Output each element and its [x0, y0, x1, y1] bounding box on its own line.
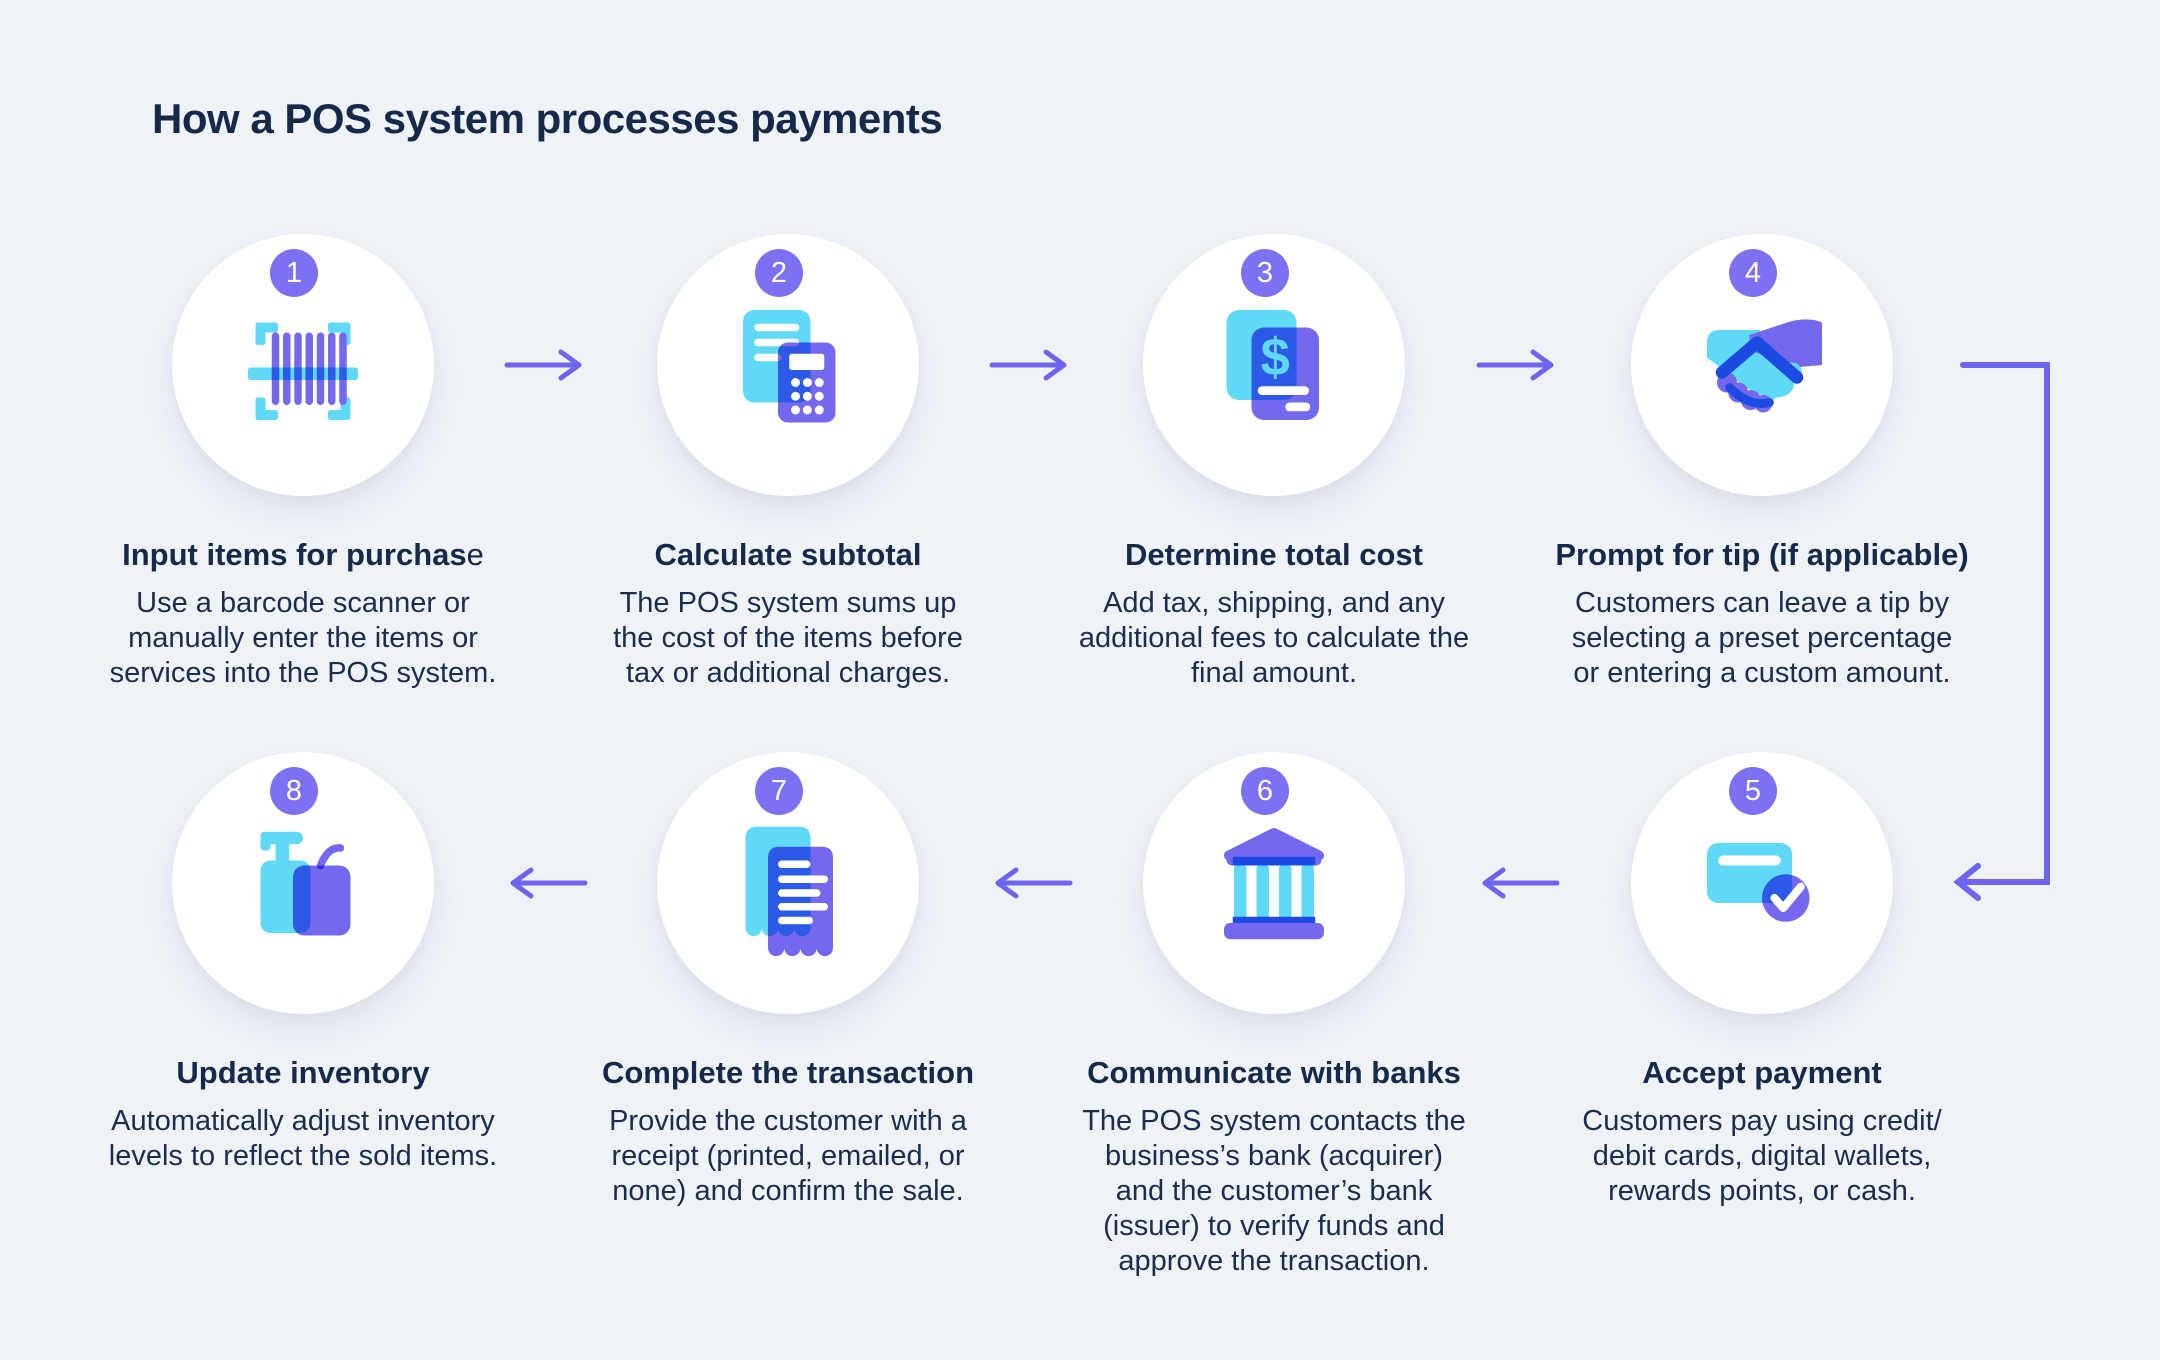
arrow-step7-to-step8-icon — [510, 867, 588, 899]
step-circle: 6 — [1143, 752, 1405, 1014]
arrow-step5-to-step6-icon — [1482, 867, 1560, 899]
step-heading-text: Determine total cost — [1124, 537, 1423, 572]
step-heading: Calculate subtotal — [568, 536, 1008, 574]
step-description: Automatically adjust inventory levels to… — [108, 1105, 498, 1172]
step-heading: Prompt for tip (if applicable) — [1542, 536, 1982, 574]
receipts-icon — [745, 826, 833, 957]
step-heading-text: Update inventory — [176, 1055, 430, 1090]
step-heading-text: Input items for purchas — [122, 537, 467, 572]
step-number-badge: 7 — [755, 767, 803, 815]
step-description: Add tax, shipping, and any additional fe… — [1078, 587, 1470, 689]
step-circle: 8 — [172, 752, 434, 1014]
step-number: 6 — [1256, 774, 1274, 807]
bank-icon — [1224, 828, 1324, 940]
arrow-step2-to-step3-icon — [989, 349, 1067, 381]
step-circle: 3 $ — [1143, 234, 1405, 496]
step-heading-text: Complete the transaction — [601, 1055, 975, 1090]
step-heading: Update inventory — [83, 1054, 523, 1092]
step-4: 4 Prompt for tip (if applicable) Custome… — [1542, 234, 1982, 691]
handshake-icon — [1707, 319, 1822, 413]
arrow-step3-to-step4-icon — [1476, 349, 1554, 381]
inventory-products-icon — [260, 831, 351, 936]
step-number: 4 — [1744, 256, 1762, 289]
svg-text:$: $ — [1261, 328, 1290, 387]
step-number-badge: 2 — [755, 249, 803, 297]
step-1: 1 Input items for purchase Use a — [83, 234, 523, 691]
card-check-icon — [1707, 843, 1810, 922]
step-heading-text: Prompt for tip (if applicable) — [1555, 537, 1969, 572]
step-number: 5 — [1744, 774, 1762, 807]
step-number-badge: 1 — [270, 249, 318, 297]
step-description: The POS system contacts the business’s b… — [1082, 1105, 1466, 1277]
step-heading: Determine total cost — [1054, 536, 1494, 574]
step-number-badge: 8 — [270, 767, 318, 815]
step-number: 1 — [285, 256, 303, 289]
step-heading: Accept payment — [1542, 1054, 1982, 1092]
step-number-badge: 5 — [1729, 767, 1777, 815]
step-circle: 5 — [1631, 752, 1893, 1014]
step-description: Provide the customer with a receipt (pri… — [609, 1105, 967, 1207]
step-6: 6 Communicate with banks The POS system … — [1054, 752, 1494, 1279]
arrow-step1-to-step2-icon — [504, 349, 582, 381]
step-circle: 7 — [657, 752, 919, 1014]
step-heading: Communicate with banks — [1054, 1054, 1494, 1092]
step-heading-text: Calculate subtotal — [654, 537, 922, 572]
barcode-scan-icon — [248, 322, 358, 420]
step-description: Customers pay using credit/ debit cards,… — [1582, 1105, 1942, 1207]
step-number-badge: 4 — [1729, 249, 1777, 297]
step-heading-text: Communicate with banks — [1087, 1055, 1461, 1090]
step-number: 8 — [285, 774, 303, 807]
step-description: The POS system sums up the cost of the i… — [613, 587, 963, 689]
step-number: 3 — [1256, 256, 1274, 289]
step-number-badge: 3 — [1241, 249, 1289, 297]
step-circle: 2 — [657, 234, 919, 496]
step-number: 7 — [770, 774, 788, 807]
step-heading: Complete the transaction — [568, 1054, 1008, 1092]
step-8: 8 Update inventory Automatically adjust … — [83, 752, 523, 1174]
step-circle: 1 — [172, 234, 434, 496]
dollar-documents-icon: $ — [1226, 310, 1319, 420]
receipt-calculator-icon — [743, 310, 836, 423]
page-title: How a POS system processes payments — [152, 95, 943, 142]
step-5: 5 Accept payment Customers pay using cre… — [1542, 752, 1982, 1209]
step-7: 7 Complete the transaction Provide the c… — [568, 752, 1008, 1209]
step-number-badge: 6 — [1241, 767, 1289, 815]
step-description: Customers can leave a tip by selecting a… — [1571, 587, 1953, 689]
step-heading-text: Accept payment — [1642, 1055, 1882, 1090]
step-heading-suffix: e — [466, 537, 484, 572]
step-number: 2 — [770, 256, 788, 289]
step-2: 2 Calculate subtotal The POS system sums… — [568, 234, 1008, 691]
arrow-step6-to-step7-icon — [995, 867, 1073, 899]
step-circle: 4 — [1631, 234, 1893, 496]
connector-step4-to-step5-icon — [1953, 362, 2050, 901]
step-heading: Input items for purchase — [83, 536, 523, 574]
step-3: 3 $ Determine total cost Add tax, shippi… — [1054, 234, 1494, 691]
step-description: Use a barcode scanner or manually enter … — [109, 587, 497, 689]
